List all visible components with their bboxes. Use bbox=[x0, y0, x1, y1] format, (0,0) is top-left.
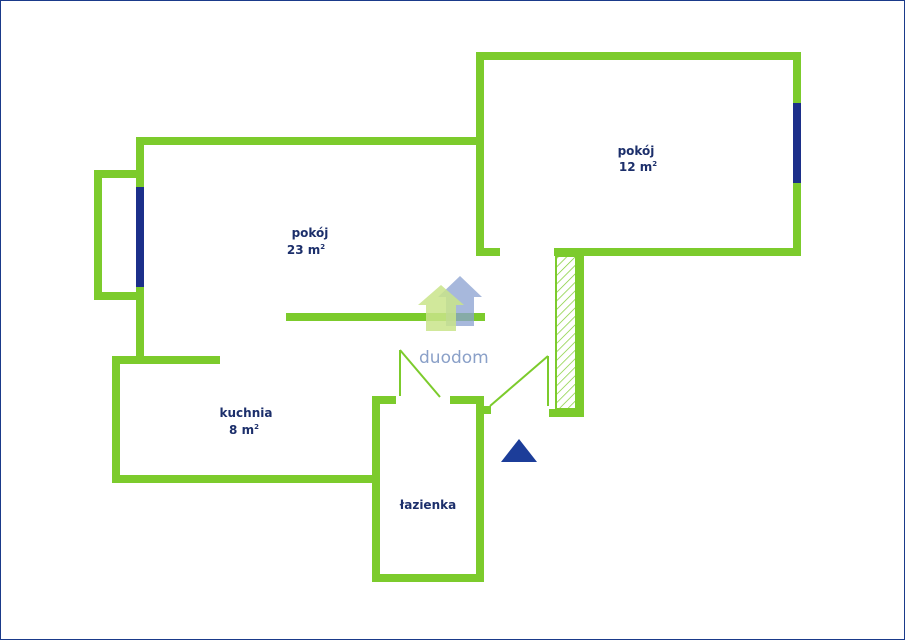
room-lazienka-name: łazienka bbox=[399, 498, 456, 512]
wall-left-niche bbox=[94, 170, 144, 300]
wall-corridor-right bbox=[549, 248, 584, 417]
windows bbox=[136, 103, 801, 287]
door-entrance-arc bbox=[489, 355, 549, 407]
room-pokoj-12-name: pokój bbox=[618, 144, 655, 158]
room-lazienka: łazienka bbox=[399, 498, 456, 512]
window-left bbox=[136, 187, 144, 287]
wall-pokoj-23-top-left bbox=[136, 137, 480, 304]
room-kuchnia-name: kuchnia bbox=[220, 406, 273, 420]
room-pokoj-23-name: pokój bbox=[292, 226, 329, 240]
entrance-triangle-icon bbox=[501, 439, 537, 462]
house-logo-icon bbox=[418, 276, 482, 331]
room-pokoj-12: pokój 12 m2 bbox=[618, 144, 658, 174]
wall-kuchnia bbox=[112, 356, 376, 483]
wall-pokoj-12 bbox=[476, 52, 801, 256]
room-kuchnia: kuchnia 8 m2 bbox=[220, 406, 273, 437]
logo-text: duodom bbox=[419, 348, 489, 368]
room-pokoj-23: pokój 23 m2 bbox=[287, 226, 329, 257]
door-lazienka-left-arc bbox=[399, 349, 441, 398]
room-pokoj-23-area: 23 m2 bbox=[287, 243, 325, 257]
wall-lazienka bbox=[372, 396, 484, 582]
window-right bbox=[793, 103, 801, 183]
room-pokoj-12-area: 12 m2 bbox=[619, 160, 657, 174]
hatched-wall bbox=[555, 255, 577, 410]
room-kuchnia-area: 8 m2 bbox=[229, 423, 259, 437]
logo: duodom bbox=[418, 276, 489, 368]
doors bbox=[399, 349, 549, 407]
